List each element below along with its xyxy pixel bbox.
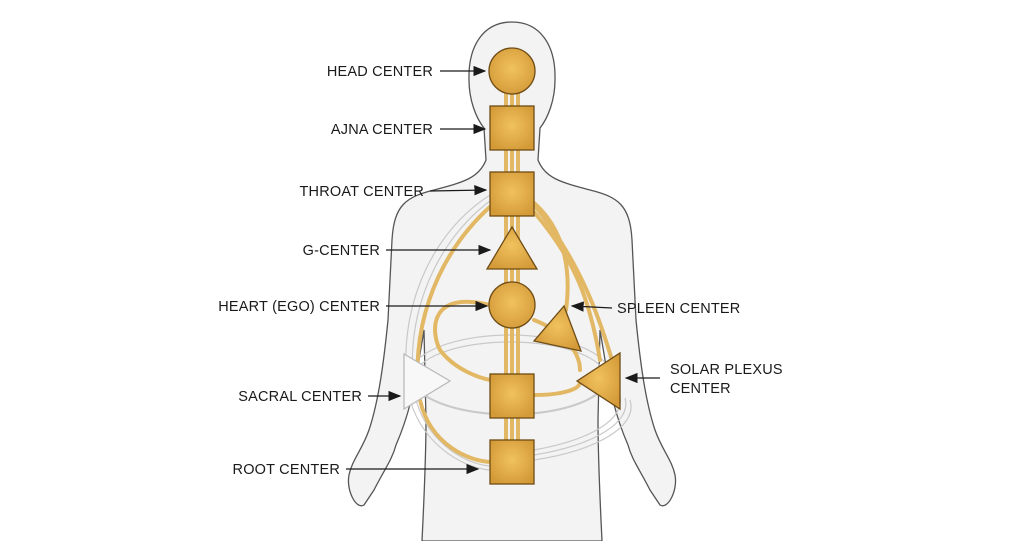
sacral-center[interactable] bbox=[489, 373, 535, 419]
ajna-center[interactable] bbox=[489, 105, 535, 151]
head-center-label: HEAD CENTER bbox=[327, 64, 433, 80]
throat-center-label: THROAT CENTER bbox=[299, 184, 424, 200]
ajna-center-label: AJNA CENTER bbox=[331, 122, 433, 138]
g-center[interactable] bbox=[485, 225, 539, 270]
heart-center[interactable] bbox=[488, 281, 536, 329]
head-center[interactable] bbox=[488, 47, 536, 95]
g-center-label: G-CENTER bbox=[303, 243, 380, 259]
root-center[interactable] bbox=[489, 439, 535, 485]
solar-plexus-center[interactable] bbox=[575, 351, 621, 411]
heart-center-label: HEART (EGO) CENTER bbox=[218, 299, 380, 315]
label-arrows bbox=[346, 65, 660, 475]
solar-plexus-label-line2: CENTER bbox=[670, 381, 731, 397]
spleen-center[interactable] bbox=[532, 304, 583, 352]
root-center-label: ROOT CENTER bbox=[233, 462, 340, 478]
spleen-center-label: SPLEEN CENTER bbox=[617, 301, 740, 317]
sacral-center-label: SACRAL CENTER bbox=[238, 389, 362, 405]
solar-plexus-label-line1: SOLAR PLEXUS bbox=[670, 362, 783, 378]
throat-center[interactable] bbox=[489, 171, 535, 217]
sacral-center-triangle[interactable] bbox=[403, 352, 452, 411]
